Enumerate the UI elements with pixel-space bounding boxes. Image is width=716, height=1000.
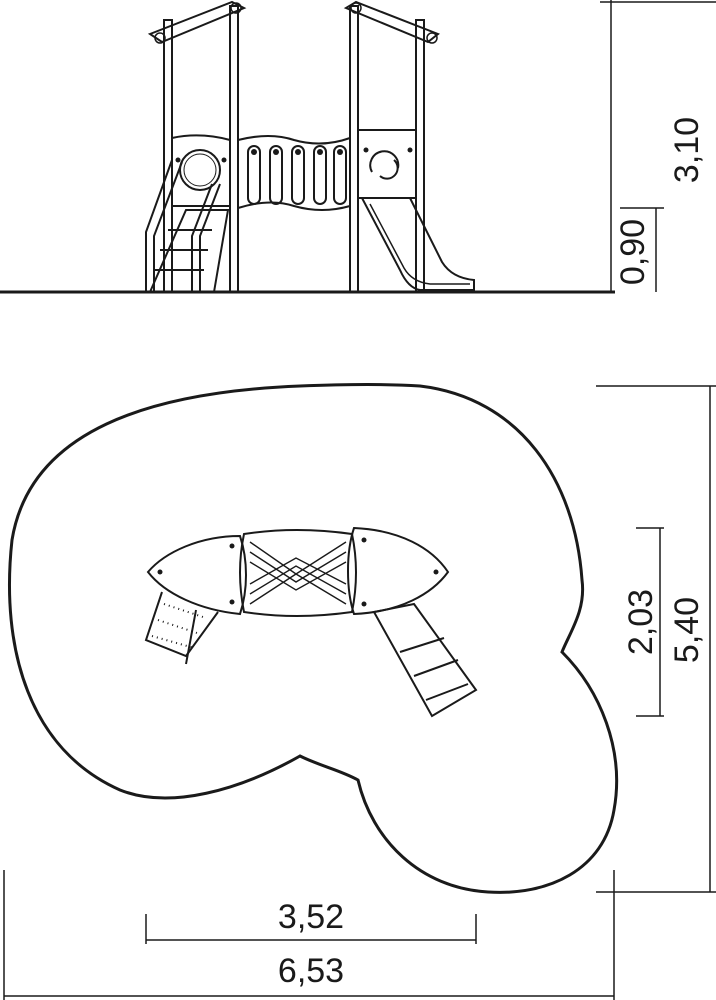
dimension-equipment-width: 3,52: [145, 898, 477, 944]
right-side-panel: [357, 129, 417, 199]
plan-right-tower: [347, 526, 450, 616]
plan-stair: [144, 591, 219, 665]
side-stair-ladder: [145, 159, 230, 293]
dimension-safety-width: 6,53: [3, 870, 615, 1000]
dimension-safety-depth: 5,40: [596, 385, 716, 893]
equipment-width-label: 3,52: [278, 898, 344, 936]
safety-width-label: 6,53: [278, 952, 344, 990]
left-side-panel: [171, 134, 231, 207]
safety-zone-outline: [8, 383, 619, 894]
equipment-depth-label: 2,03: [622, 589, 660, 655]
dimension-equipment-depth: 2,03: [622, 527, 664, 717]
dimension-total-height: 3,10: [600, 0, 716, 292]
safety-depth-label: 5,40: [668, 597, 706, 663]
top-plan-view: [8, 383, 619, 894]
bridge-panel: [237, 135, 351, 211]
dimension-platform-height: 0,90: [614, 207, 664, 292]
total-height-label: 3,10: [668, 117, 706, 183]
plan-slide: [372, 602, 478, 718]
platform-height-label: 0,90: [614, 219, 652, 285]
side-elevation-view: [0, 0, 615, 294]
plan-left-tower: [146, 534, 247, 616]
side-slide: [360, 197, 475, 291]
plan-bridge: [239, 529, 357, 617]
